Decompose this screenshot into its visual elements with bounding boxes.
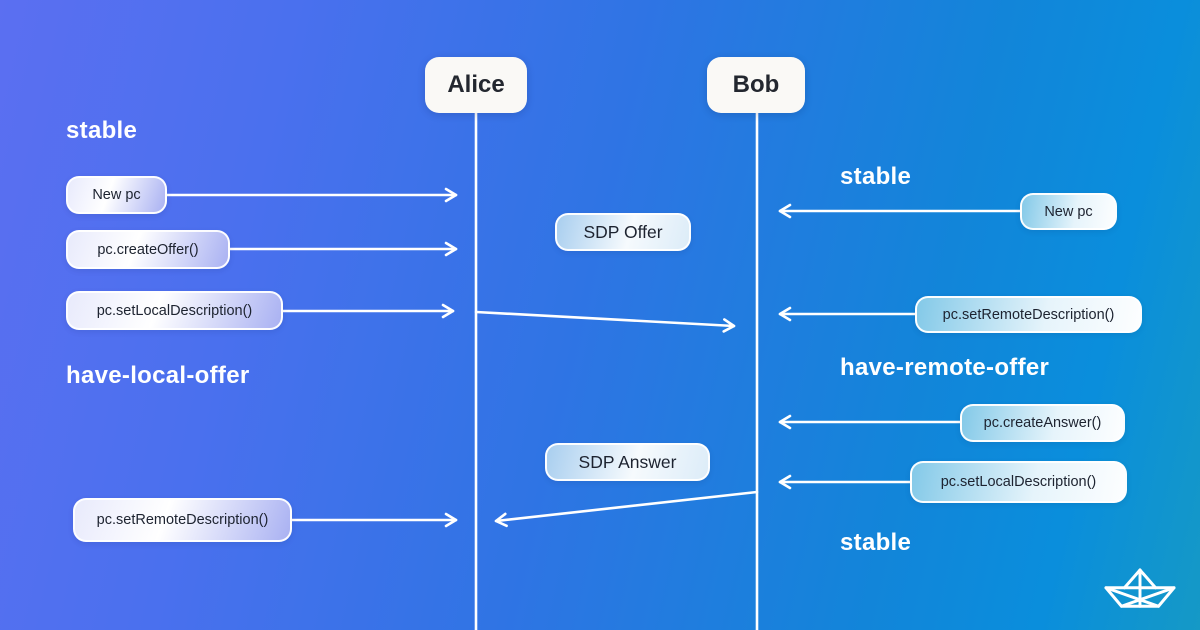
step-pill-set-remote-description-bob: pc.setRemoteDescription() <box>915 296 1142 333</box>
step-pill-new-pc-bob: New pc <box>1020 193 1117 230</box>
step-pill-set-remote-description-alice: pc.setRemoteDescription() <box>73 498 292 542</box>
state-label-stable-alice: stable <box>66 117 138 144</box>
paper-boat-icon <box>1104 568 1176 608</box>
state-label-stable-bob-1: stable <box>840 163 912 190</box>
step-pill-set-local-description-bob: pc.setLocalDescription() <box>910 461 1127 503</box>
actor-label-alice: Alice <box>447 71 505 98</box>
message-pill-sdp-answer: SDP Answer <box>545 443 710 481</box>
message-pill-sdp-offer: SDP Offer <box>555 213 691 251</box>
step-pill-create-answer: pc.createAnswer() <box>960 404 1125 442</box>
actor-label-bob: Bob <box>732 71 780 98</box>
step-pill-set-local-description-alice: pc.setLocalDescription() <box>66 291 283 330</box>
step-pill-create-offer: pc.createOffer() <box>66 230 230 269</box>
state-label-have-remote-offer: have-remote-offer <box>840 354 1050 381</box>
actor-box-alice: Alice <box>425 57 527 113</box>
arrow-sdp-answer <box>494 490 759 528</box>
state-label-have-local-offer: have-local-offer <box>66 362 250 389</box>
state-label-stable-bob-2: stable <box>840 529 912 556</box>
step-pill-new-pc-alice: New pc <box>66 176 167 214</box>
arrow-sdp-offer <box>474 310 736 333</box>
actor-box-bob: Bob <box>707 57 805 113</box>
